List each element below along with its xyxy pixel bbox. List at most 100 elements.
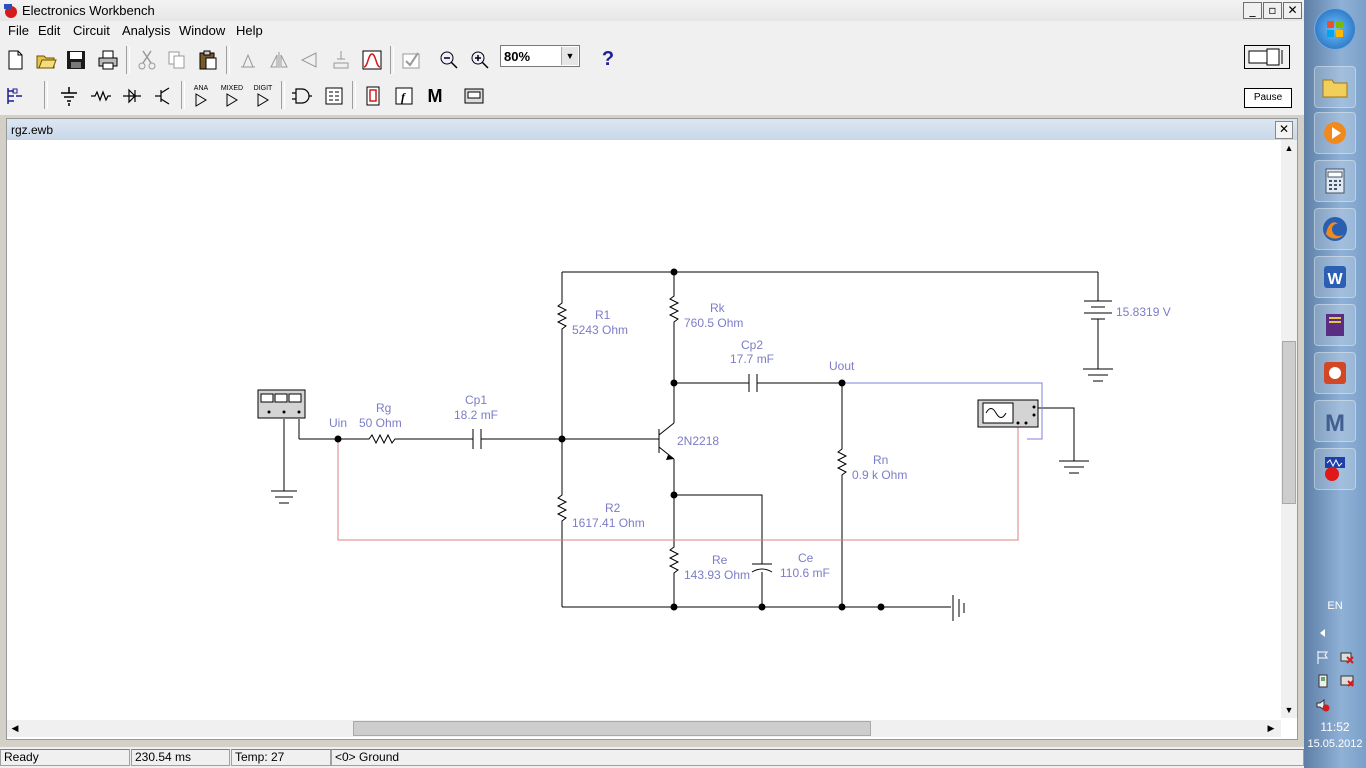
scroll-right-icon[interactable]: ▶ [1267,723,1275,733]
language-indicator[interactable]: EN [1327,600,1343,612]
electronics-workbench-task-button[interactable] [1314,448,1356,490]
vertical-scroll-thumb[interactable] [1282,341,1296,504]
function-generator-icon[interactable] [257,389,306,419]
logic-gates-bin-icon[interactable] [289,83,315,109]
djvu-viewer-icon [1326,314,1344,336]
create-subcircuit-icon[interactable] [398,47,424,73]
djvu-task-button[interactable] [1314,304,1356,346]
oscilloscope-icon[interactable] [977,399,1039,428]
zoom-out-icon[interactable] [436,47,462,73]
zoom-in-icon[interactable] [467,47,493,73]
favorites-bin-icon[interactable] [2,83,28,109]
circuit-window-titlebar: rgz.ewb ✕ [7,119,1297,140]
powerpoint-task-button[interactable] [1314,352,1356,394]
volume-muted-icon[interactable] [1316,698,1330,712]
sources-bin-icon[interactable] [56,83,82,109]
word-icon: W [1324,266,1346,288]
schematic-canvas[interactable]: 15.8319 V R1 5243 Ohm Rk 760.5 Ohm Cp2 1… [7,140,1281,720]
horizontal-scroll-thumb[interactable] [353,721,871,736]
cp1-value-label: 18.2 mF [454,408,498,422]
r2-value-label: 1617.41 Ohm [572,516,645,530]
instruments-bin-icon[interactable] [461,83,487,109]
menu-window[interactable]: Window [179,23,226,38]
transistors-bin-icon[interactable] [150,83,176,109]
controls-bin-icon[interactable]: f [391,83,417,109]
supply-voltage-label: 15.8319 V [1116,305,1171,319]
chevron-down-icon[interactable]: ▼ [561,47,578,65]
ce-value-label: 110.6 mF [780,566,830,580]
status-sim-time: 230.54 ms [131,749,230,766]
digital-bin-label: DIGIT [253,84,273,92]
display-error-icon[interactable] [1340,674,1354,688]
copy-icon[interactable] [164,47,190,73]
save-icon[interactable] [63,47,89,73]
flip-vertical-icon[interactable] [296,47,322,73]
rotate-icon[interactable] [235,47,261,73]
clock-date[interactable]: 15.05.2012 [1307,738,1363,750]
rk-name-label: Rk [710,301,726,315]
scroll-down-icon[interactable]: ▼ [1284,705,1294,715]
re-value-label: 143.93 Ohm [684,568,750,582]
graphs-icon[interactable] [359,47,385,73]
mathcad-icon: M [1325,410,1345,436]
zoom-select[interactable]: 80% ▼ [500,45,580,67]
start-button[interactable] [1314,8,1356,50]
document-close-button[interactable]: ✕ [1275,121,1293,139]
transistor-label: 2N2218 [677,434,719,448]
menu-edit[interactable]: Edit [38,23,61,38]
analog-ics-bin[interactable]: ANA [188,83,214,109]
firefox-icon [1323,217,1347,241]
word-icon-letter: W [1327,271,1343,288]
component-properties-icon[interactable] [328,47,354,73]
scroll-left-icon[interactable]: ◀ [11,723,19,733]
toolbar-separator [44,81,48,109]
digital-bin-icon[interactable] [321,83,347,109]
pause-button[interactable]: Pause [1244,88,1292,108]
explorer-task-button[interactable] [1314,66,1356,108]
basic-bin-icon[interactable] [88,83,114,109]
indicators-bin-icon[interactable] [360,83,386,109]
minimize-button[interactable]: _ [1243,2,1262,19]
taskbar: W M EN 11:52 15.05.2012 [1304,0,1366,768]
flip-horizontal-icon[interactable] [266,47,292,73]
close-button[interactable]: ✕ [1283,2,1302,19]
vertical-scrollbar[interactable]: ▲ ▼ [1281,140,1297,718]
paste-icon[interactable] [195,47,221,73]
window-title: Electronics Workbench [22,3,155,18]
help-button[interactable]: ? [601,48,615,70]
word-task-button[interactable]: W [1314,256,1356,298]
safely-remove-hardware-icon[interactable] [1316,674,1330,688]
calculator-icon [1325,168,1345,194]
calculator-task-button[interactable] [1314,160,1356,202]
maximize-button[interactable]: ▫ [1263,2,1282,19]
print-icon[interactable] [95,47,121,73]
clock-time[interactable]: 11:52 [1320,720,1350,734]
network-error-icon[interactable] [1340,650,1354,664]
menu-bar: File Edit Circuit Analysis Window Help [0,21,1304,41]
menu-circuit[interactable]: Circuit [73,23,110,38]
power-switch[interactable] [1244,45,1290,69]
miscellaneous-bin[interactable]: M [422,83,448,109]
cut-icon[interactable] [134,47,160,73]
media-player-task-button[interactable] [1314,112,1356,154]
menu-file[interactable]: File [8,23,29,38]
horizontal-scrollbar[interactable]: ◀ ▶ [7,720,1281,737]
rg-value-label: 50 Ohm [359,416,402,430]
menu-analysis[interactable]: Analysis [122,23,171,38]
ce-name-label: Ce [798,551,814,565]
open-folder-icon[interactable] [33,47,59,73]
digital-ics-bin[interactable]: DIGIT [250,83,276,109]
action-center-flag-icon[interactable] [1316,650,1330,664]
mathcad-task-button[interactable]: M [1314,400,1356,442]
menu-help[interactable]: Help [236,23,263,38]
toolbar-separator [126,46,130,74]
electronics-workbench-icon [1325,457,1345,481]
diodes-bin-icon[interactable] [119,83,145,109]
show-hidden-icons-icon[interactable] [1316,626,1330,640]
mixed-ics-bin[interactable]: MIXED [219,83,245,109]
title-bar: Electronics Workbench _ ▫ ✕ [0,0,1304,22]
folder-icon [1322,79,1348,98]
firefox-task-button[interactable] [1314,208,1356,250]
scroll-up-icon[interactable]: ▲ [1284,143,1294,153]
new-file-icon[interactable] [2,47,28,73]
